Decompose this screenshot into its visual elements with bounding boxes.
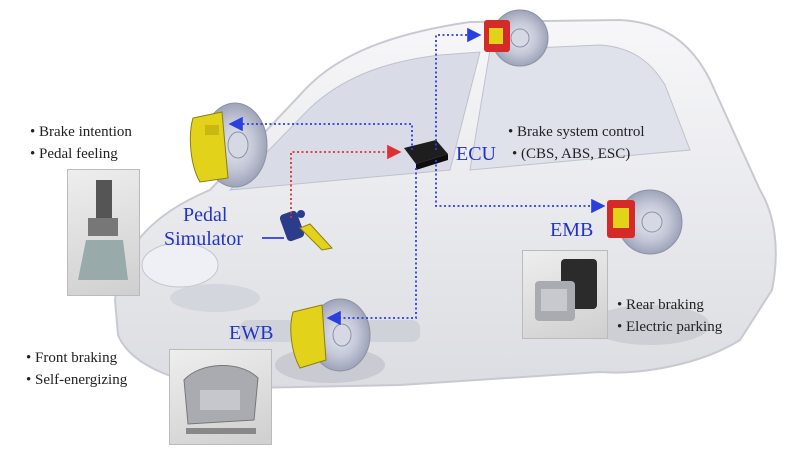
ewb-note-1: Front braking bbox=[26, 347, 127, 369]
emb-note-2: Electric parking bbox=[617, 316, 722, 338]
pedal-note-2: Pedal feeling bbox=[30, 143, 132, 165]
ecu-unit bbox=[404, 140, 448, 170]
emb-note-1: Rear braking bbox=[617, 294, 722, 316]
ecu-to-ewb-line bbox=[326, 168, 417, 326]
pedal-simulator-photo bbox=[67, 169, 140, 296]
emb-photo bbox=[522, 250, 608, 339]
ewb-notes: Front braking Self-energizing bbox=[26, 347, 127, 391]
top-rear-brake bbox=[484, 9, 549, 67]
pedal-note-1: Brake intention bbox=[30, 121, 132, 143]
pedal-simulator-unit bbox=[279, 210, 333, 251]
ewb-label: EWB bbox=[229, 322, 274, 344]
pedal-notes: Brake intention Pedal feeling bbox=[30, 121, 132, 165]
emb-label: EMB bbox=[550, 219, 594, 241]
ecu-notes: Brake system control (CBS, ABS, ESC) bbox=[508, 121, 645, 165]
emb-brake-unit bbox=[607, 189, 683, 255]
pedal-simulator-label-line1: Pedal bbox=[183, 204, 228, 226]
ecu-to-emb-line bbox=[435, 160, 606, 214]
ewb-brake-unit bbox=[290, 298, 371, 372]
front-left-brake bbox=[189, 102, 268, 188]
ecu-to-front-left-line bbox=[228, 116, 413, 150]
pedal-simulator-label-line2: Simulator bbox=[164, 228, 243, 250]
ewb-photo bbox=[169, 349, 272, 445]
ewb-note-2: Self-energizing bbox=[26, 369, 127, 391]
ecu-note-2: (CBS, ABS, ESC) bbox=[512, 143, 645, 165]
ecu-note-1: Brake system control bbox=[508, 121, 644, 143]
ecu-label: ECU bbox=[456, 143, 496, 165]
emb-notes: Rear braking Electric parking bbox=[617, 294, 722, 338]
